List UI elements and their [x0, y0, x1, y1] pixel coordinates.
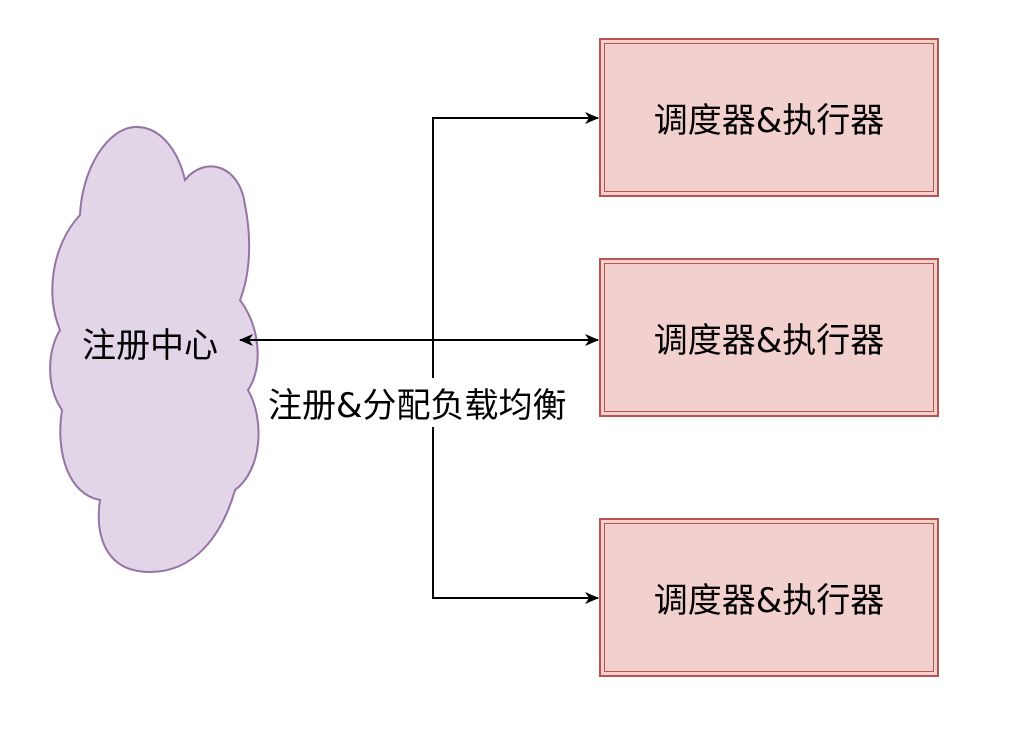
node-label: 调度器&执行器 — [653, 101, 885, 141]
registry-label: 注册中心 — [82, 326, 218, 366]
connector-to-node-1 — [432, 112, 599, 340]
connectors — [239, 112, 599, 604]
node-label: 调度器&执行器 — [653, 321, 885, 361]
scheduler-executor-node-1[interactable]: 调度器&执行器 — [599, 38, 939, 197]
scheduler-executor-node-3[interactable]: 调度器&执行器 — [599, 518, 939, 677]
registry-cloud[interactable] — [49, 125, 260, 574]
node-label: 调度器&执行器 — [653, 581, 885, 621]
scheduler-executor-node-2[interactable]: 调度器&执行器 — [599, 258, 939, 417]
edge-label: 注册&分配负载均衡 — [266, 378, 569, 427]
